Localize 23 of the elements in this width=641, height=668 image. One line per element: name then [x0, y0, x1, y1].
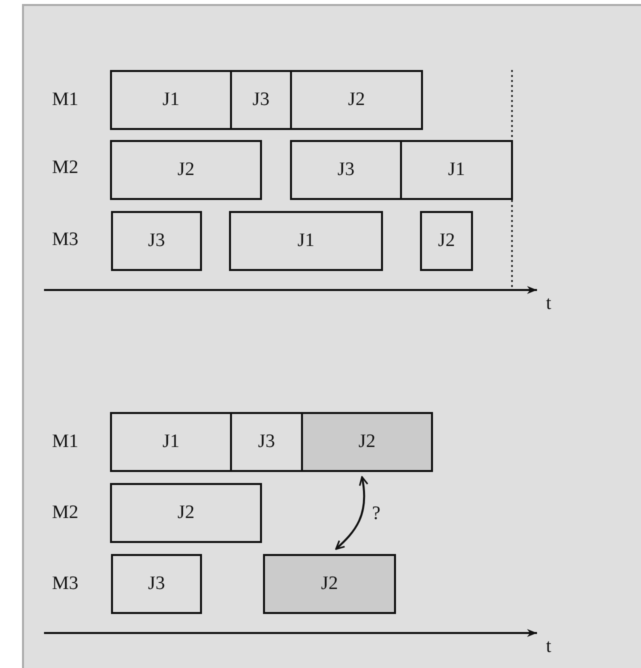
job-block: J2 — [290, 70, 423, 130]
job-block: J3 — [111, 211, 202, 271]
double-arrow — [335, 476, 368, 550]
job-block: J2 — [110, 483, 262, 543]
job-block: J1 — [110, 70, 232, 130]
row-label: M1 — [52, 90, 78, 109]
job-block: J1 — [229, 211, 383, 271]
job-block: J3 — [111, 554, 202, 614]
axis-label: t — [546, 637, 552, 656]
row-label: M1 — [52, 432, 78, 451]
job-block: J2 — [263, 554, 396, 614]
job-block: J3 — [230, 70, 292, 130]
job-block: J1 — [400, 140, 513, 200]
job-block: J2 — [420, 211, 473, 271]
job-block: J3 — [290, 140, 402, 200]
job-block: J1 — [110, 412, 232, 472]
row-label: M3 — [52, 574, 78, 593]
row-label: M2 — [52, 503, 78, 522]
job-block: J2 — [301, 412, 433, 472]
row-label: M2 — [52, 158, 78, 177]
job-block: J2 — [110, 140, 262, 200]
axis-label: t — [546, 294, 552, 313]
row-label: M3 — [52, 230, 78, 249]
